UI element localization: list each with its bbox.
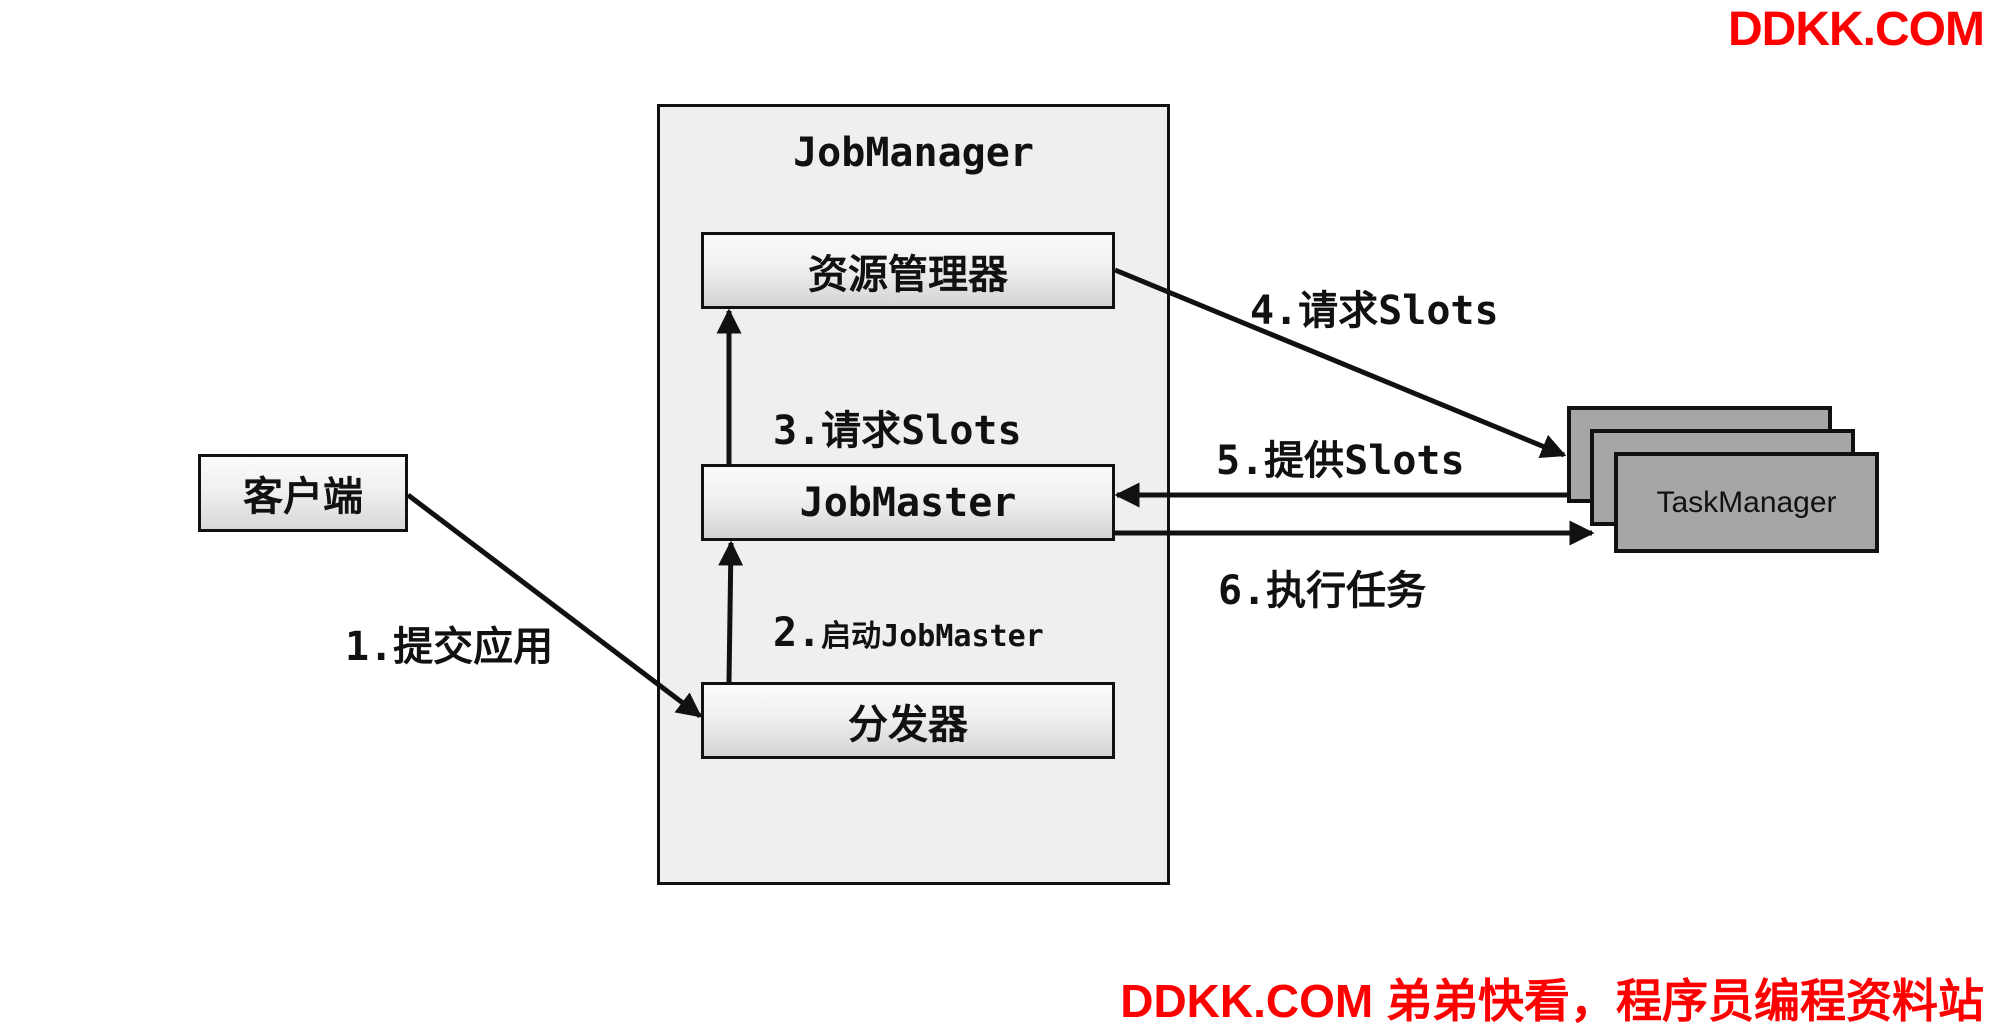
client-node: 客户端: [198, 454, 408, 532]
resource-manager-node: 资源管理器: [701, 232, 1115, 309]
arrow-step1: [406, 493, 702, 718]
job-manager-title: JobManager: [793, 130, 1034, 176]
edge-label-step6: 6.执行任务: [1218, 568, 1427, 614]
edge-label-step2-number: 2.: [773, 610, 822, 656]
edge-label-step2-text: 启动JobMaster: [821, 619, 1044, 654]
dispatcher-node: 分发器: [701, 682, 1115, 759]
edge-label-step5: 5.提供Slots: [1216, 438, 1465, 484]
arrow-step4: [1114, 267, 1567, 458]
arrow-step2: [718, 540, 744, 683]
task-manager-node: TaskManager: [1614, 452, 1879, 553]
edge-label-step4: 4.请求Slots: [1250, 288, 1499, 334]
watermark-top: DDKK.COM: [1728, 3, 1985, 56]
edge-label-step2: 2.启动JobMaster: [773, 610, 1044, 656]
watermark-bottom: DDKK.COM 弟弟快看，程序员编程资料站: [1120, 975, 1984, 1027]
edge-label-step1: 1.提交应用: [345, 624, 554, 670]
job-master-node: JobMaster: [701, 464, 1115, 541]
edge-label-step3: 3.请求Slots: [773, 408, 1022, 454]
